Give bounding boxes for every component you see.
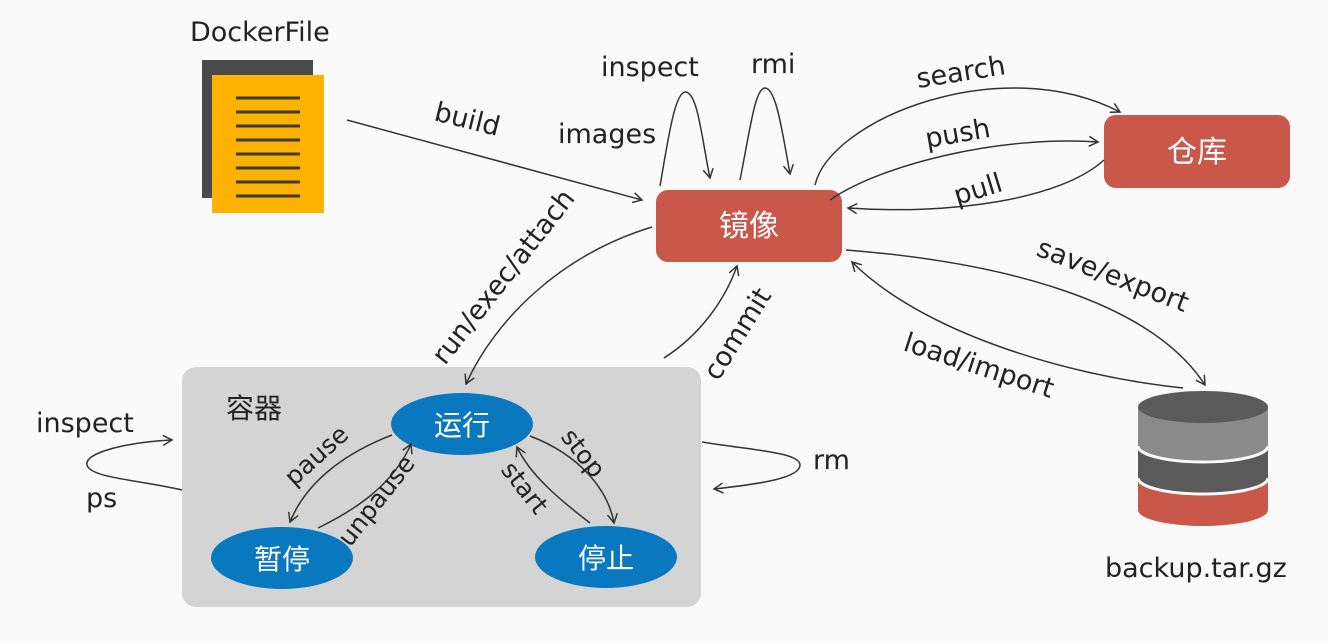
save-export-label: save/export [1032, 233, 1192, 319]
dockerfile-front-page [212, 75, 324, 213]
inspect-ps-loop-arrow [86, 434, 183, 491]
stopped-state-node[interactable] [535, 526, 677, 588]
build-arrow [346, 119, 644, 204]
save-export-arrow [845, 249, 1206, 387]
commit-arrow [663, 264, 740, 359]
ps-label: ps [86, 483, 117, 514]
image-node[interactable] [656, 190, 842, 262]
load-import-arrow [850, 260, 1184, 389]
repository-node[interactable] [1104, 115, 1290, 188]
commit-label: commit [698, 283, 778, 386]
images-label: images [558, 119, 656, 150]
running-state-node[interactable] [391, 393, 533, 455]
run-exec-attach-arrow [464, 226, 653, 386]
rmi-loop-arrow [739, 87, 795, 181]
build-label: build [431, 97, 503, 143]
pull-arrow [846, 159, 1105, 215]
rm-label: rm [813, 445, 850, 476]
run-exec-attach-label: run/exec/attach [426, 184, 581, 371]
db-top-cap [1138, 391, 1268, 423]
unpause-arrow [317, 442, 413, 529]
inspect-image-label: inspect [601, 52, 699, 83]
dockerfile-text-lines [236, 96, 300, 198]
stop-arrow [529, 435, 619, 525]
rmi-label: rmi [751, 49, 795, 80]
stopped-state-label: 停止 [578, 542, 634, 575]
dockerfile-icon [202, 60, 324, 213]
pull-label: pull [950, 168, 1006, 212]
inspect-container-label: inspect [36, 408, 134, 439]
inspect-image-loop-arrow [659, 91, 714, 187]
backup-label: backup.tar.gz [1105, 553, 1287, 584]
search-arrow [814, 87, 1122, 186]
running-state-label: 运行 [434, 409, 490, 442]
repository-node-label: 仓库 [1167, 135, 1227, 170]
paused-state-node[interactable] [211, 527, 353, 589]
push-arrow [829, 135, 1100, 201]
start-arrow [515, 445, 591, 524]
rm-loop-arrow [701, 441, 801, 494]
backup-database-icon [1136, 391, 1270, 526]
image-node-label: 镜像 [719, 209, 779, 244]
paused-state-label: 暂停 [254, 543, 310, 576]
dockerfile-label: DockerFile [190, 17, 330, 48]
pause-arrow [288, 434, 393, 524]
container-label: 容器 [226, 392, 282, 425]
